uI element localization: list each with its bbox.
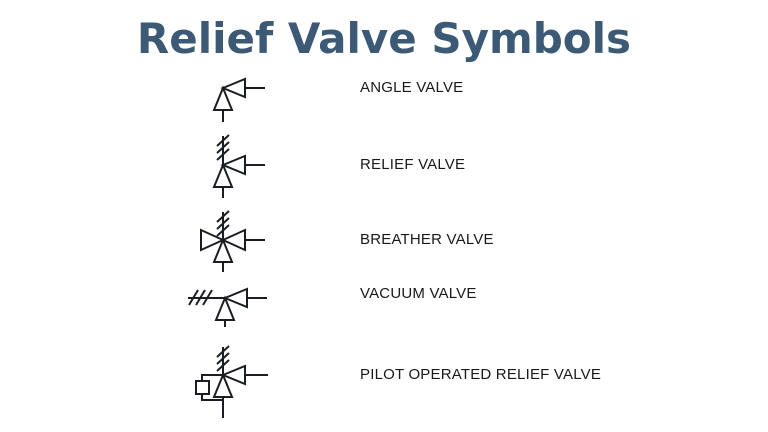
relief-valve-label: RELIEF VALVE	[360, 156, 466, 173]
breather-valve-label: BREATHER VALVE	[360, 231, 494, 248]
pilot-operated-relief-valve-symbol	[192, 340, 270, 420]
angle-valve-symbol	[195, 68, 270, 125]
relief-valve-symbol	[195, 130, 270, 198]
pilot-operated-relief-valve-label: PILOT OPERATED RELIEF VALVE	[360, 366, 602, 383]
breather-valve-symbol	[195, 208, 270, 274]
vacuum-valve-label: VACUUM VALVE	[360, 285, 477, 302]
vacuum-valve-symbol	[185, 276, 270, 328]
page-title: Relief Valve Symbols	[136, 14, 632, 63]
angle-valve-label: ANGLE VALVE	[360, 79, 464, 96]
